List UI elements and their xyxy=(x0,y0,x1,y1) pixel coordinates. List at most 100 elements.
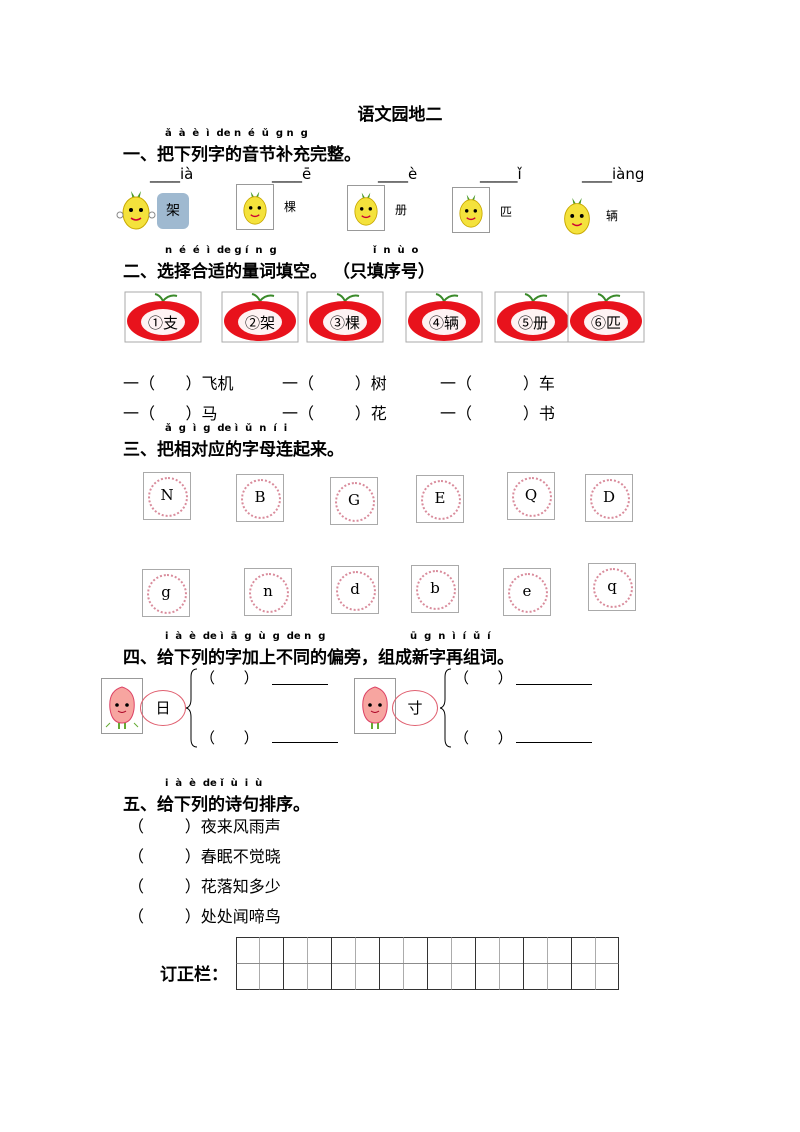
flower-ring xyxy=(416,570,456,610)
s4-paren-2[interactable]: （ ） xyxy=(200,729,259,747)
letter-label: E xyxy=(434,489,446,507)
flower-ring xyxy=(241,479,281,519)
s1-blank-2[interactable]: ____ē xyxy=(272,165,312,183)
s2-fill-3[interactable]: 一（ ）车 xyxy=(440,374,555,393)
letter-label: Q xyxy=(524,486,538,504)
s3-heading: 三、把相对应的字母连起来。 xyxy=(123,440,344,460)
apple-option-label: ①支 xyxy=(147,314,178,332)
s2-fill-2[interactable]: 一（ ）树 xyxy=(282,374,387,393)
s4-pinyin: i à è de ì ā g ù g de n g xyxy=(165,631,326,642)
flower-ring xyxy=(590,479,630,519)
s2-pinyin: n é é ì de g í n g xyxy=(165,245,277,256)
brace xyxy=(185,668,198,748)
apple-option-5: ⑤册 xyxy=(494,291,572,343)
s2-pinyin-2: ǐ n ù o xyxy=(373,245,419,256)
s4-heading: 四、给下列的字加上不同的偏旁，组成新字再组词。 xyxy=(123,648,514,668)
answer-line[interactable] xyxy=(272,684,328,685)
s1-blank-4[interactable]: _____ǐ xyxy=(480,165,522,183)
uppercase-letter-Q[interactable]: Q xyxy=(507,472,555,520)
letter-label: d xyxy=(350,580,360,598)
pineapple-icon xyxy=(115,185,157,237)
lowercase-letter-q[interactable]: q xyxy=(588,563,636,611)
s2-heading: 二、选择合适的量词填空。 （只填序号） xyxy=(123,262,435,282)
s1-blank-3[interactable]: ____è xyxy=(378,165,418,183)
flower-ring xyxy=(593,568,633,608)
pineapple-icon xyxy=(452,187,490,233)
apple-option-label: ②架 xyxy=(244,314,275,332)
uppercase-letter-G[interactable]: G xyxy=(330,477,378,525)
brace xyxy=(439,668,452,748)
pineapple-icon xyxy=(557,192,597,242)
letter-label: e xyxy=(522,582,532,600)
s1-char-4: 匹 xyxy=(500,205,513,219)
s4-pinyin-2: ū g n ì í ǔ í xyxy=(410,631,491,642)
letter-label: b xyxy=(430,579,440,597)
uppercase-letter-D[interactable]: D xyxy=(585,474,633,522)
apple-option-4: ④辆 xyxy=(405,291,483,343)
flower-ring xyxy=(512,477,552,517)
s1-char-3: 册 xyxy=(395,203,408,217)
apple-option-1: ①支 xyxy=(124,291,202,343)
flower-ring xyxy=(147,574,187,614)
s2-fill-6[interactable]: 一（ ）书 xyxy=(440,404,555,423)
lowercase-letter-n[interactable]: n xyxy=(244,568,292,616)
s4-char-1: 日 xyxy=(140,690,186,726)
lowercase-letter-d[interactable]: d xyxy=(331,566,379,614)
letter-label: g xyxy=(161,583,171,601)
apple-option-2: ②架 xyxy=(221,291,299,343)
answer-line[interactable] xyxy=(516,684,592,685)
apple-option-label: ③棵 xyxy=(329,314,360,332)
s4-paren-3[interactable]: （ ） xyxy=(454,669,513,687)
s1-char-2: 棵 xyxy=(284,200,297,214)
flower-ring xyxy=(148,477,188,517)
s5-heading: 五、给下列的诗句排序。 xyxy=(123,795,310,815)
page-title: 语文园地二 xyxy=(357,105,443,125)
apple-option-label: ④辆 xyxy=(428,314,459,332)
letter-label: B xyxy=(254,488,266,506)
s1-blank-5[interactable]: ____iàng xyxy=(582,165,645,183)
flower-ring xyxy=(508,573,548,613)
s2-fill-4[interactable]: 一（ ）马 xyxy=(123,404,218,423)
s4-paren-1[interactable]: （ ） xyxy=(200,669,259,687)
uppercase-letter-E[interactable]: E xyxy=(416,475,464,523)
s2-fill-5[interactable]: 一（ ）花 xyxy=(282,404,387,423)
flower-ring xyxy=(336,571,376,611)
poem-line-1[interactable]: （ ）夜来风雨声 xyxy=(128,817,281,836)
poem-line-3[interactable]: （ ）花落知多少 xyxy=(128,877,281,896)
answer-line[interactable] xyxy=(272,742,338,743)
s1-char-1: 架 xyxy=(157,193,189,229)
lowercase-letter-b[interactable]: b xyxy=(411,565,459,613)
apple-option-label: ⑥匹 xyxy=(590,314,621,332)
peach-icon xyxy=(101,678,143,734)
flower-ring xyxy=(421,480,461,520)
s2-fill-1[interactable]: 一（ ）飞机 xyxy=(123,374,234,393)
correction-label: 订正栏： xyxy=(160,965,228,985)
lowercase-letter-g[interactable]: g xyxy=(142,569,190,617)
s4-char-2: 寸 xyxy=(392,690,438,726)
flower-ring xyxy=(249,573,289,613)
poem-line-2[interactable]: （ ）春眠不觉晓 xyxy=(128,847,281,866)
letter-label: G xyxy=(348,491,360,509)
apple-option-label: ⑤册 xyxy=(517,314,548,332)
s4-paren-4[interactable]: （ ） xyxy=(454,729,513,747)
s1-pinyin: ǎ à è ì de n é ǔ g n g xyxy=(165,128,308,139)
apple-option-3: ③棵 xyxy=(306,291,384,343)
uppercase-letter-B[interactable]: B xyxy=(236,474,284,522)
peach-icon xyxy=(354,678,396,734)
apple-option-6: ⑥匹 xyxy=(567,291,645,343)
lowercase-letter-e[interactable]: e xyxy=(503,568,551,616)
correction-grid[interactable] xyxy=(236,937,620,995)
flower-ring xyxy=(335,482,375,522)
letter-label: n xyxy=(263,582,273,600)
answer-line[interactable] xyxy=(516,742,592,743)
s3-pinyin: ǎ g ì g de ì ǔ n í i xyxy=(165,423,288,434)
s5-pinyin: i à è de ǐ ù i ù xyxy=(165,778,263,789)
s1-char-5: 辆 xyxy=(606,209,619,223)
s1-blank-1[interactable]: ____ià xyxy=(150,165,194,183)
pineapple-icon xyxy=(236,184,274,230)
letter-label: N xyxy=(160,486,174,504)
s1-heading: 一、把下列字的音节补充完整。 xyxy=(123,145,361,165)
pineapple-icon xyxy=(347,185,385,231)
uppercase-letter-N[interactable]: N xyxy=(143,472,191,520)
poem-line-4[interactable]: （ ）处处闻啼鸟 xyxy=(128,907,281,926)
